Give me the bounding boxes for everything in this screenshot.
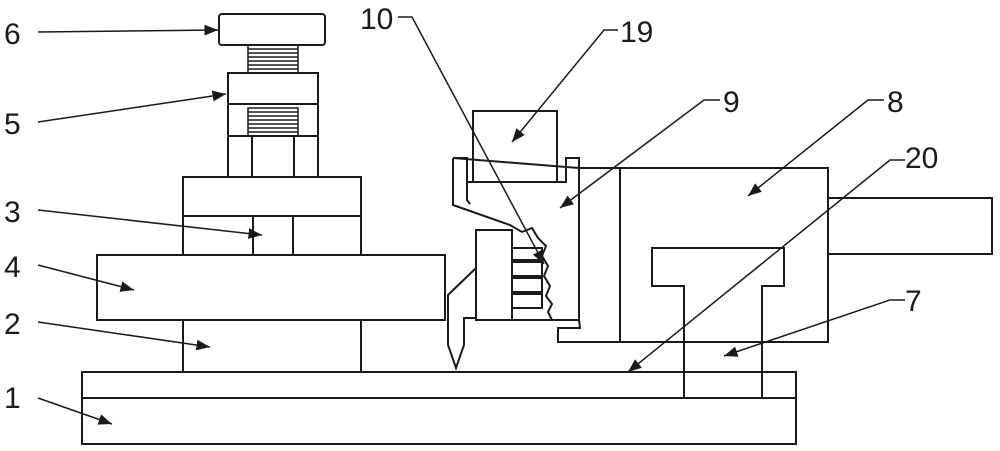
part-20-rail: [81, 371, 797, 399]
part-6-knob: [218, 13, 326, 46]
part-labels: 6 5 3 4 2 1 10 19 9 8 20 7: [4, 3, 938, 415]
part-5-nut: [227, 72, 319, 137]
part-1-base: [81, 397, 797, 445]
label-10: 10: [360, 3, 393, 36]
part-19-top-block: [472, 110, 558, 183]
leader-3: [37, 209, 263, 239]
leader-6: [37, 24, 219, 36]
leader-20: [627, 159, 905, 373]
label-1: 1: [4, 382, 21, 415]
leader-lines: [37, 16, 905, 425]
part-2-support: [182, 319, 362, 373]
leader-1: [37, 397, 113, 425]
leader-5: [37, 90, 227, 123]
label-5: 5: [4, 108, 21, 141]
label-4: 4: [4, 251, 21, 284]
leader-10: [398, 16, 545, 265]
label-7: 7: [905, 285, 922, 318]
label-6: 6: [4, 18, 21, 51]
label-19: 19: [620, 16, 653, 49]
leader-19: [511, 29, 618, 143]
leader-2: [37, 321, 211, 351]
screw-thread: [247, 44, 299, 74]
label-20: 20: [905, 142, 938, 175]
part-10-gripper: [475, 226, 580, 321]
part-7-slider: [651, 247, 785, 399]
label-8: 8: [887, 86, 904, 119]
cutter-blade: [447, 265, 477, 372]
leader-4: [37, 264, 135, 292]
label-2: 2: [4, 308, 21, 341]
part-8-housing: [619, 167, 993, 343]
label-9: 9: [723, 86, 740, 119]
leader-9: [559, 99, 720, 209]
leader-8: [747, 99, 884, 197]
leader-7: [723, 299, 905, 357]
guide-frame: [227, 135, 319, 178]
part-3-upper-block: [182, 176, 362, 256]
label-3: 3: [4, 196, 21, 229]
part-4-arm: [96, 254, 446, 321]
